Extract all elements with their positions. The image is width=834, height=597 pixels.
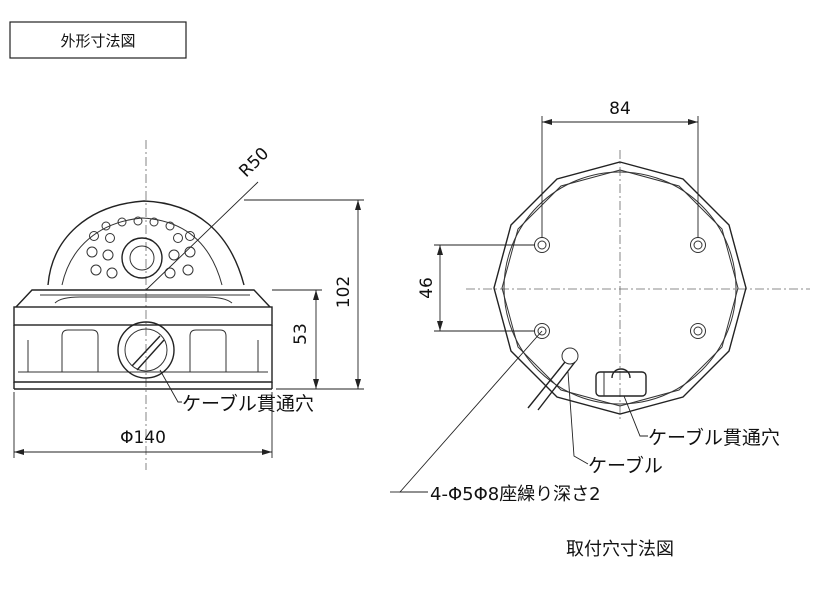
- mount-height-label: 46: [417, 277, 437, 299]
- cable-gland-mount: [595, 368, 647, 397]
- mounting-hole-bottom-right: [690, 323, 706, 339]
- title-box: 外形寸法図: [9, 21, 187, 59]
- cable: [527, 347, 579, 411]
- base-height-label: 53: [291, 323, 311, 345]
- front-cable-hole-label: ケーブル貫通穴: [182, 392, 314, 415]
- dome-inner: [61, 217, 223, 286]
- height-label: 102: [334, 276, 354, 308]
- dome-outline: [47, 200, 245, 286]
- mount-cable-hole-leader: [623, 395, 648, 437]
- cable-label: ケーブル: [588, 454, 663, 477]
- mount-view: 84 46 ケーブル貫通穴 ケーブル 4-Φ5Φ8座繰り深さ2 取付穴寸法図: [390, 99, 810, 560]
- base-top: [15, 289, 271, 308]
- holes-label: 4-Φ5Φ8座繰り深さ2: [430, 484, 601, 505]
- cable-gland-front: [117, 321, 175, 379]
- housing-outline: [493, 161, 747, 415]
- base-body: [13, 306, 273, 326]
- title-label: 外形寸法図: [60, 32, 135, 50]
- mount-cable-hole-label: ケーブル貫通穴: [648, 426, 780, 449]
- front-view: R50 102 53 ケーブル貫通穴 Φ140: [13, 140, 364, 470]
- holes-leader: [399, 330, 543, 493]
- radius-leader: [145, 181, 259, 291]
- mounting-hole-top-left: [534, 237, 550, 253]
- width-label: 84: [609, 99, 631, 119]
- led-ring: [86, 216, 196, 279]
- lens: [121, 237, 163, 279]
- radius-label: R50: [235, 144, 273, 182]
- diameter-label: Φ140: [120, 428, 166, 448]
- cable-leader: [567, 371, 589, 465]
- mounting-hole-top-right: [690, 237, 706, 253]
- mount-caption: 取付穴寸法図: [566, 539, 674, 560]
